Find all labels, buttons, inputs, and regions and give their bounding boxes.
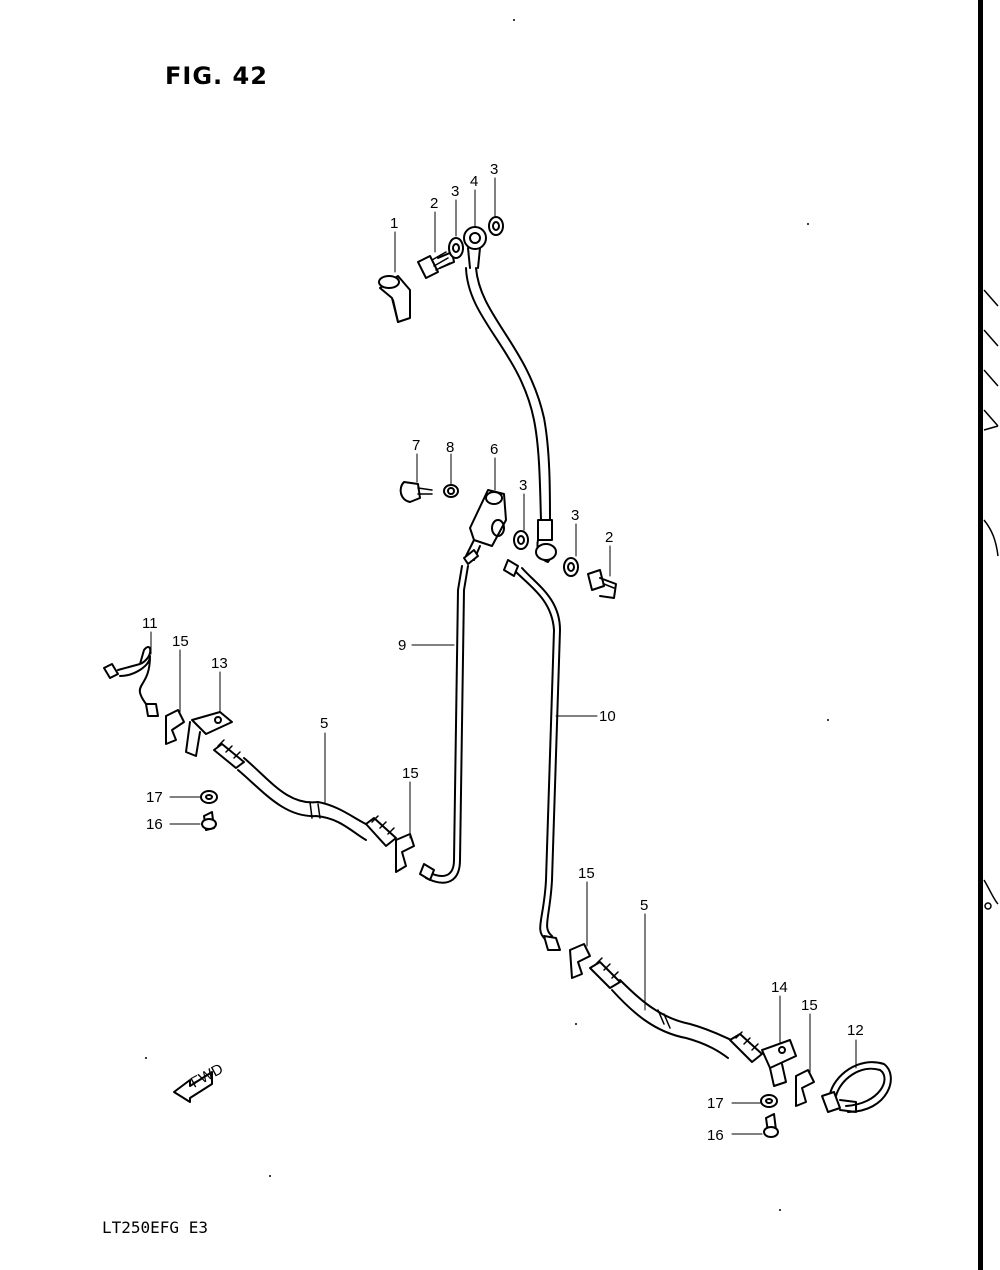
part-16-bolt-right: [763, 1113, 779, 1138]
callout-1: 1: [390, 215, 398, 232]
callout-13: 13: [211, 655, 228, 672]
part-6-three-way-joint: [465, 489, 507, 561]
callout-15-b: 15: [402, 765, 419, 782]
callout-15-c: 15: [578, 865, 595, 882]
callout-7: 7: [412, 437, 420, 454]
callout-2-top: 2: [430, 195, 438, 212]
scan-edge-border: [978, 0, 999, 1270]
callout-14: 14: [771, 979, 788, 996]
callout-3-top-a: 3: [451, 183, 459, 200]
callout-3-mid-b: 3: [571, 507, 579, 524]
callout-15-d: 15: [801, 997, 818, 1014]
part-15-clip-a: [165, 709, 185, 745]
figure-title: FIG. 42: [165, 62, 268, 90]
callout-numbers: 1 2 3 4 3 7 8 6 3 3 2 9 10 11 15 13 5 15…: [142, 161, 864, 1144]
part-17-nut-right: [760, 1094, 778, 1108]
part-3-washer-mid-b: [563, 557, 579, 577]
part-15-clip-b: [395, 833, 415, 873]
model-code-footer: LT250EFG E3: [102, 1218, 208, 1237]
leader-lines: [150, 177, 857, 1135]
part-17-nut-left: [200, 790, 218, 804]
callout-6: 6: [490, 441, 498, 458]
part-2-union-bolt-mid: [587, 569, 617, 599]
part-12-pipe-loop-right: [821, 1061, 892, 1113]
callout-12: 12: [847, 1022, 864, 1039]
callout-3-mid-a: 3: [519, 477, 527, 494]
part-13-bracket-left: [185, 711, 233, 757]
part-5-brake-hose-left: [213, 739, 397, 847]
callout-8: 8: [446, 439, 454, 456]
part-5-brake-hose-right: [589, 957, 763, 1063]
callout-11: 11: [142, 615, 158, 632]
part-3-washer-mid-a: [513, 530, 529, 550]
scan-specks: [145, 19, 829, 1211]
callout-16-right: 16: [707, 1127, 724, 1144]
callout-16-left: 16: [146, 816, 163, 833]
callout-10: 10: [599, 708, 616, 725]
part-4-front-brake-hose: [463, 226, 557, 563]
callout-4: 4: [470, 173, 478, 190]
callout-2-mid: 2: [605, 529, 613, 546]
part-3-washer-top-a: [448, 237, 464, 259]
part-16-bolt-left: [201, 811, 217, 831]
part-7-bolt: [399, 481, 433, 503]
part-10-brake-pipe-right: [503, 559, 561, 951]
part-15-clip-c: [569, 943, 591, 979]
callout-17-left: 17: [146, 789, 163, 806]
forward-direction-arrow-icon: FWD: [173, 1060, 226, 1103]
callout-15-a: 15: [172, 633, 189, 650]
part-2-union-bolt-top: [417, 251, 455, 279]
part-15-clip-d: [795, 1069, 815, 1107]
callout-17-right: 17: [707, 1095, 724, 1112]
callout-3-top-b: 3: [490, 161, 498, 178]
callout-5-right: 5: [640, 897, 648, 914]
callout-9: 9: [398, 637, 406, 654]
part-1-cap: [378, 275, 411, 323]
part-9-brake-pipe-left: [419, 549, 479, 884]
part-8-nut: [443, 484, 459, 498]
part-14-bracket-right: [761, 1039, 797, 1087]
part-3-washer-top-b: [488, 216, 504, 236]
callout-5-left: 5: [320, 715, 328, 732]
part-11-short-pipe-left: [103, 646, 159, 717]
